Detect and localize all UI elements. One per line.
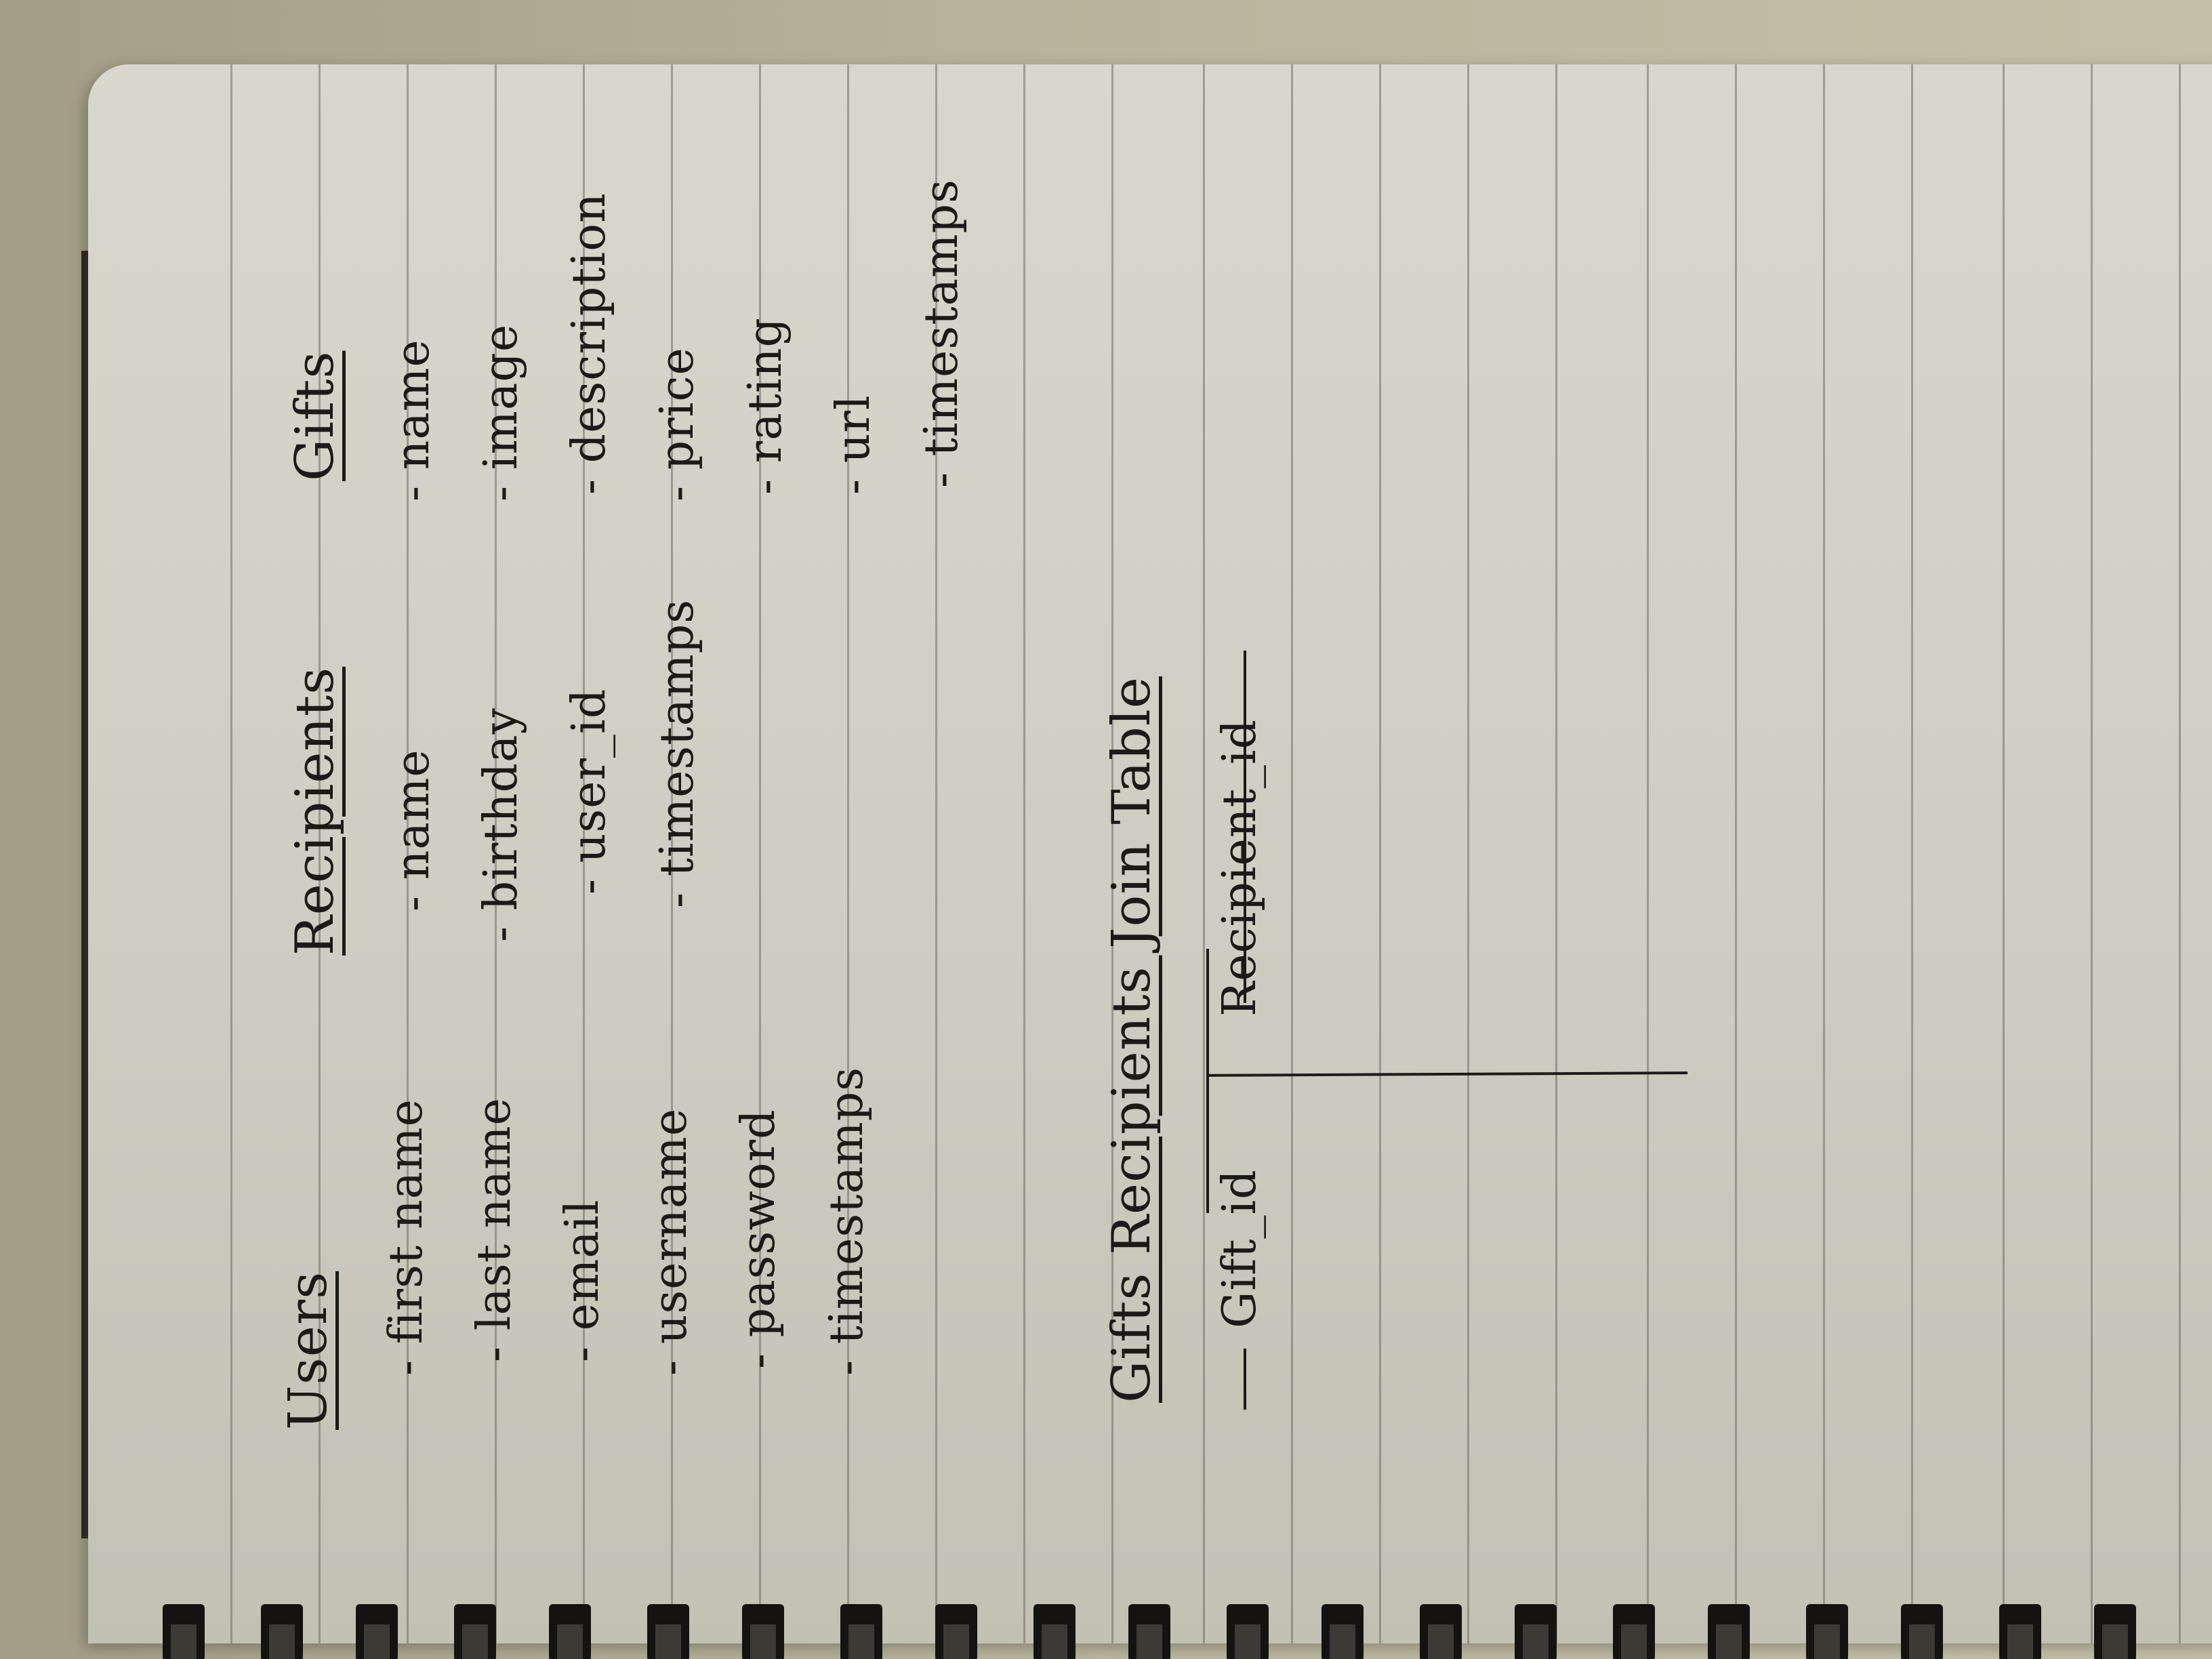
ruled-line [1203, 64, 1205, 1643]
ruled-line [1911, 64, 1913, 1643]
join-table-divider [1206, 949, 1209, 1213]
gift-id-underline [1244, 1349, 1246, 1410]
ruled-line [1823, 64, 1825, 1643]
coil [1227, 1604, 1269, 1659]
ruled-line [2179, 64, 2181, 1643]
coil [1613, 1604, 1655, 1659]
users-field: - email [556, 1199, 609, 1362]
gifts-field: - rating [739, 316, 792, 495]
coil [1806, 1604, 1848, 1659]
users-field: - username [644, 1107, 697, 1376]
coil [1708, 1604, 1750, 1659]
ruled-line [583, 64, 585, 1643]
gifts-field: - name [386, 339, 440, 501]
coil [1033, 1604, 1076, 1659]
coil [549, 1604, 591, 1659]
gifts-field: - image [474, 323, 528, 501]
coil [935, 1604, 977, 1659]
ruled-line [319, 64, 321, 1643]
recipients-field: - timestamps [651, 598, 704, 908]
users-heading: Users [278, 1271, 339, 1430]
users-field: - password [732, 1109, 785, 1369]
coil [454, 1604, 496, 1659]
users-field: - last name [468, 1097, 521, 1362]
coil [1901, 1604, 1943, 1659]
ruled-line [1735, 64, 1737, 1643]
ruled-line [847, 64, 849, 1643]
ruled-line [1647, 64, 1649, 1643]
coil [1515, 1604, 1557, 1659]
gifts-field: - price [651, 347, 704, 501]
page-edge-shadow [81, 251, 88, 1538]
coil [163, 1604, 205, 1659]
coil [2094, 1604, 2136, 1659]
ruled-line [2003, 64, 2005, 1643]
coil [356, 1604, 398, 1659]
coil [1420, 1604, 1462, 1659]
coil [261, 1604, 303, 1659]
ruled-line [407, 64, 409, 1643]
join-table-rule [1206, 1071, 1688, 1077]
ruled-line [935, 64, 937, 1643]
ruled-line [759, 64, 761, 1643]
recipient-id-underline [1244, 651, 1246, 1003]
ruled-line [1467, 64, 1469, 1643]
users-field: - timestamps [820, 1066, 874, 1376]
gifts-field: - description [562, 192, 616, 495]
coil [840, 1604, 882, 1659]
ruled-line [1111, 64, 1113, 1643]
notebook-page [88, 64, 2212, 1643]
recipients-field: - name [386, 749, 440, 912]
users-field: - first name [380, 1099, 433, 1376]
gifts-field: - url [827, 394, 880, 495]
ruled-line [230, 64, 232, 1643]
ruled-line [1023, 64, 1025, 1643]
join-table-column: Gift_id [1213, 1169, 1267, 1328]
recipients-field: - user_id [562, 688, 616, 895]
gifts-heading: Gifts [285, 350, 346, 482]
join-table-title: Gifts Recipients Join Table [1101, 676, 1162, 1403]
gifts-field: - timestamps [915, 178, 968, 488]
ruled-line [1291, 64, 1293, 1643]
ruled-line [495, 64, 497, 1643]
ruled-line [671, 64, 673, 1643]
coil [1999, 1604, 2041, 1659]
recipients-field: - birthday [474, 708, 528, 942]
ruled-line [2091, 64, 2093, 1643]
coil [647, 1604, 689, 1659]
ruled-line [1555, 64, 1557, 1643]
recipients-heading: Recipients [285, 666, 346, 956]
coil [1128, 1604, 1170, 1659]
spiral-binding [0, 1596, 2212, 1659]
coil [1322, 1604, 1364, 1659]
ruled-line [1379, 64, 1381, 1643]
coil [742, 1604, 784, 1659]
join-table-column: Recipient_id [1213, 718, 1267, 1017]
